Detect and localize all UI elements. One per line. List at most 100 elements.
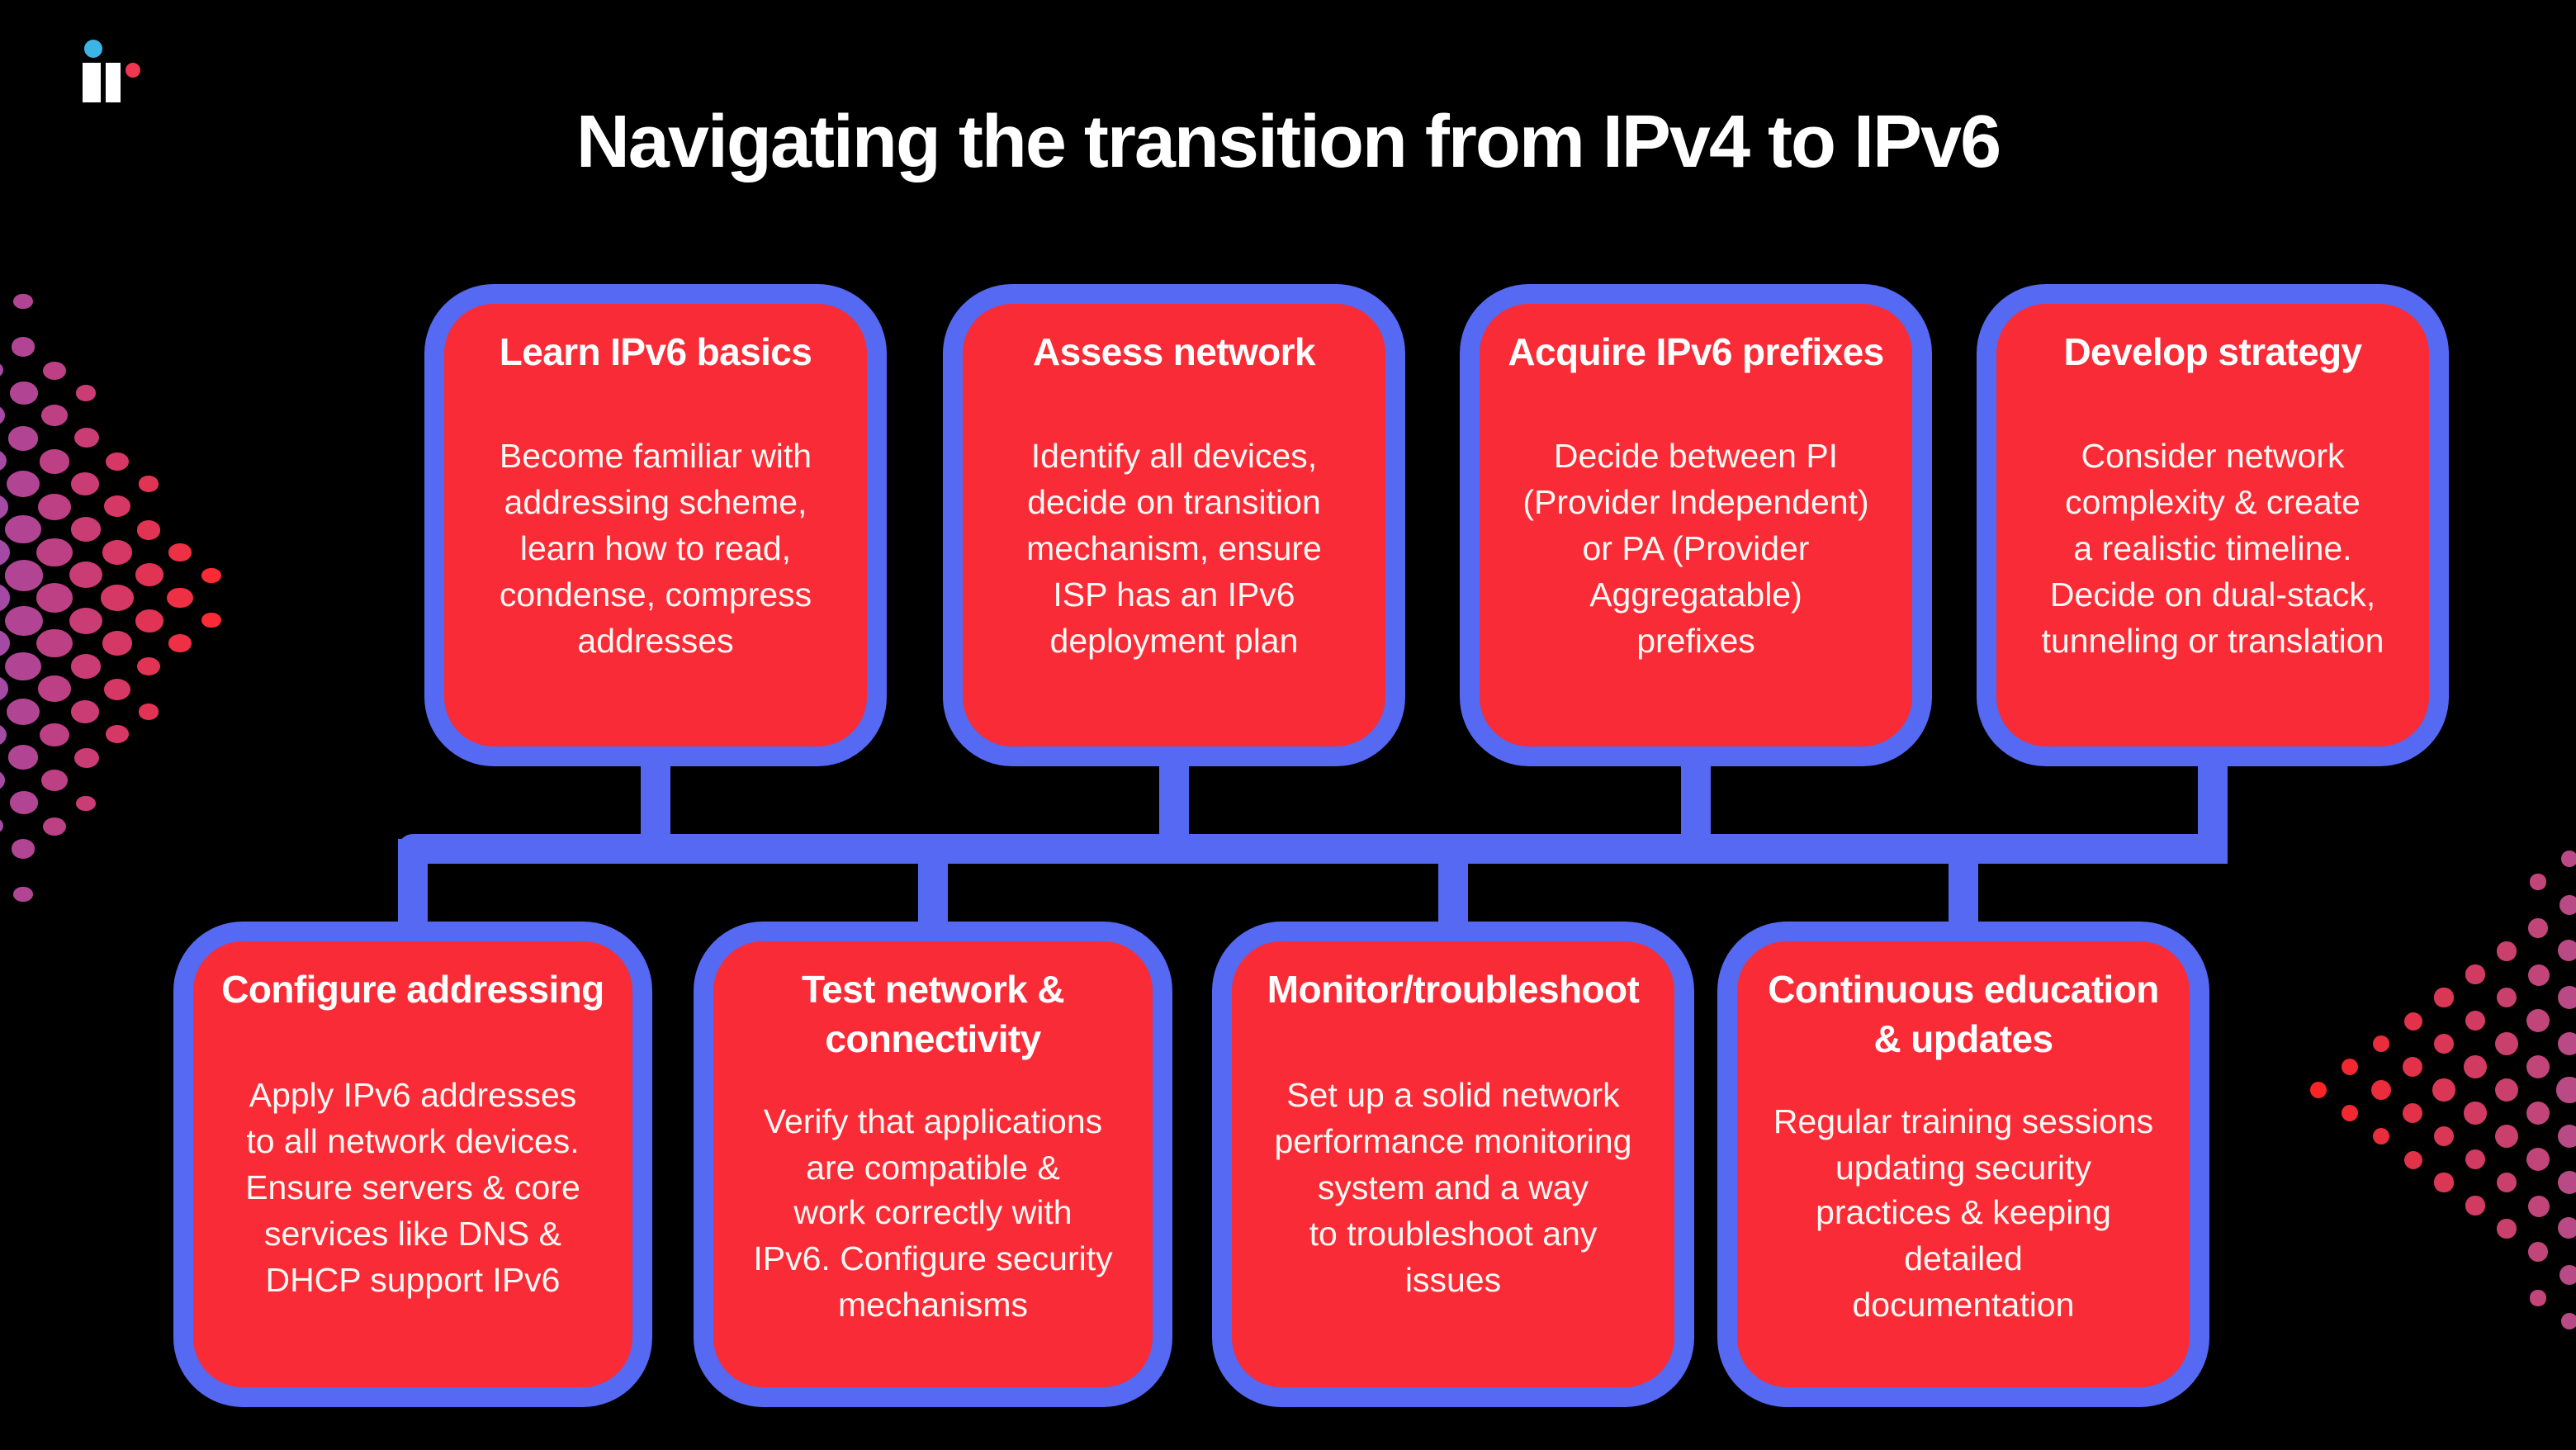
brand-logo — [83, 40, 159, 109]
halftone-dot — [106, 725, 129, 744]
halftone-dot — [73, 428, 98, 448]
card-title: Continuous education & updates — [1768, 968, 2159, 1061]
halftone-dot — [2464, 1055, 2487, 1078]
halftone-dot — [11, 337, 36, 358]
halftone-dot — [5, 514, 41, 544]
halftone-dot — [2372, 1127, 2390, 1145]
halftone-dot — [76, 795, 96, 811]
halftone-dot — [2434, 988, 2454, 1007]
halftone-dot — [2341, 1104, 2359, 1122]
card-title: Learn IPv6 basics — [499, 330, 812, 373]
halftone-dot — [2495, 1125, 2518, 1148]
halftone-dot — [106, 452, 129, 471]
halftone-dot — [2497, 941, 2517, 961]
halftone-dot — [2561, 1313, 2576, 1329]
halftone-dot — [40, 769, 69, 791]
halftone-dot — [136, 656, 161, 676]
halftone-dot — [36, 629, 73, 658]
halftone-dot — [2526, 1009, 2550, 1032]
card-title: Test network & connectivity — [802, 968, 1065, 1061]
connector-bus-line — [398, 834, 2228, 864]
halftone-dot — [2434, 1173, 2454, 1192]
halftone-dot — [2464, 1102, 2487, 1125]
halftone-dot — [2402, 1056, 2423, 1078]
halftone-dot — [2432, 1078, 2455, 1102]
connector-stub — [2198, 751, 2228, 864]
halftone-dot — [7, 745, 39, 770]
halftone-dot — [6, 470, 40, 498]
halftone-dot — [70, 653, 102, 679]
halftone-dot — [2527, 1195, 2549, 1216]
halftone-dot — [135, 609, 163, 633]
halftone-dot — [2557, 1124, 2576, 1149]
halftone-dot — [4, 560, 43, 590]
halftone-dot — [39, 449, 69, 473]
halftone-dot — [76, 385, 96, 401]
halftone-dot — [2465, 1010, 2486, 1031]
halftone-dot — [2341, 1058, 2359, 1076]
card-title: Configure addressing — [221, 968, 604, 1011]
halftone-dot — [2558, 1217, 2576, 1239]
halftone-dot — [0, 770, 5, 791]
halftone-dot — [2494, 1078, 2519, 1102]
card-body: Apply IPv6 addresses to all network devi… — [245, 1077, 580, 1300]
halftone-dot — [2557, 1031, 2576, 1056]
logo-bar-icon — [83, 63, 101, 102]
halftone-dot — [5, 652, 41, 681]
card-title: Assess network — [1033, 330, 1316, 373]
halftone-dot — [0, 817, 3, 835]
card-body: Identify all devices, decide on transiti… — [1026, 438, 1322, 661]
halftone-dot — [2309, 1081, 2327, 1099]
halftone-dot — [0, 629, 10, 658]
halftone-dot — [13, 886, 33, 903]
halftone-dot — [2372, 1035, 2390, 1053]
halftone-dot — [69, 607, 103, 634]
halftone-dot — [36, 583, 73, 613]
halftone-dot — [0, 583, 11, 613]
step-card-continuous-education: Continuous education & updates Regular t… — [1717, 922, 2209, 1407]
halftone-dot — [38, 493, 71, 520]
step-card-test-network-connectivity: Test network & connectivity Verify that … — [694, 922, 1172, 1407]
halftone-dot — [2495, 1032, 2518, 1055]
card-body: Set up a solid network performance monit… — [1274, 1077, 1632, 1300]
halftone-dot — [139, 476, 159, 492]
halftone-dot — [39, 723, 69, 747]
connector-stub — [641, 751, 670, 864]
halftone-dot — [201, 613, 221, 628]
halftone-dot — [2526, 1054, 2550, 1079]
halftone-dot — [2402, 1102, 2423, 1124]
halftone-dot — [7, 425, 39, 451]
halftone-dot — [2370, 1079, 2392, 1101]
halftone-dot — [135, 563, 163, 586]
step-card-assess-network: Assess network Identify all devices, dec… — [943, 284, 1405, 766]
halftone-dot — [102, 631, 132, 656]
step-card-acquire-ipv6-prefixes: Acquire IPv6 prefixes Decide between PI … — [1460, 284, 1932, 766]
halftone-dot — [2558, 1171, 2576, 1195]
step-card-monitor-troubleshoot: Monitor/troubleshoot Set up a solid netw… — [1212, 922, 1694, 1407]
halftone-dot — [9, 381, 37, 405]
halftone-dot — [2496, 1172, 2517, 1193]
halftone-dot — [2465, 1149, 2486, 1170]
halftone-dot — [2496, 987, 2517, 1008]
halftone-dot — [2558, 986, 2576, 1010]
halftone-dot — [40, 405, 69, 426]
halftone-dot — [2559, 895, 2576, 915]
card-title: Monitor/troubleshoot — [1267, 968, 1640, 1011]
card-body: Decide between PI (Provider Independent)… — [1522, 438, 1869, 661]
halftone-dot — [11, 838, 36, 859]
halftone-dot — [2530, 1290, 2546, 1306]
connector-stub — [1159, 751, 1189, 864]
halftone-dot — [2433, 1125, 2455, 1147]
halftone-dot — [2433, 1033, 2455, 1054]
halftone-dot — [104, 678, 131, 700]
halftone-dot — [2558, 940, 2576, 962]
halftone-dot — [0, 538, 10, 566]
halftone-dot — [168, 543, 192, 562]
halftone-dot — [2530, 874, 2546, 890]
halftone-dot — [43, 361, 66, 379]
step-card-learn-ipv6-basics: Learn IPv6 basics Become familiar with a… — [424, 284, 887, 766]
halftone-dot — [9, 791, 37, 814]
step-card-configure-addressing: Configure addressing Apply IPv6 addresse… — [173, 922, 652, 1407]
halftone-dot — [2528, 1242, 2548, 1262]
halftone-dot — [2559, 1265, 2576, 1285]
